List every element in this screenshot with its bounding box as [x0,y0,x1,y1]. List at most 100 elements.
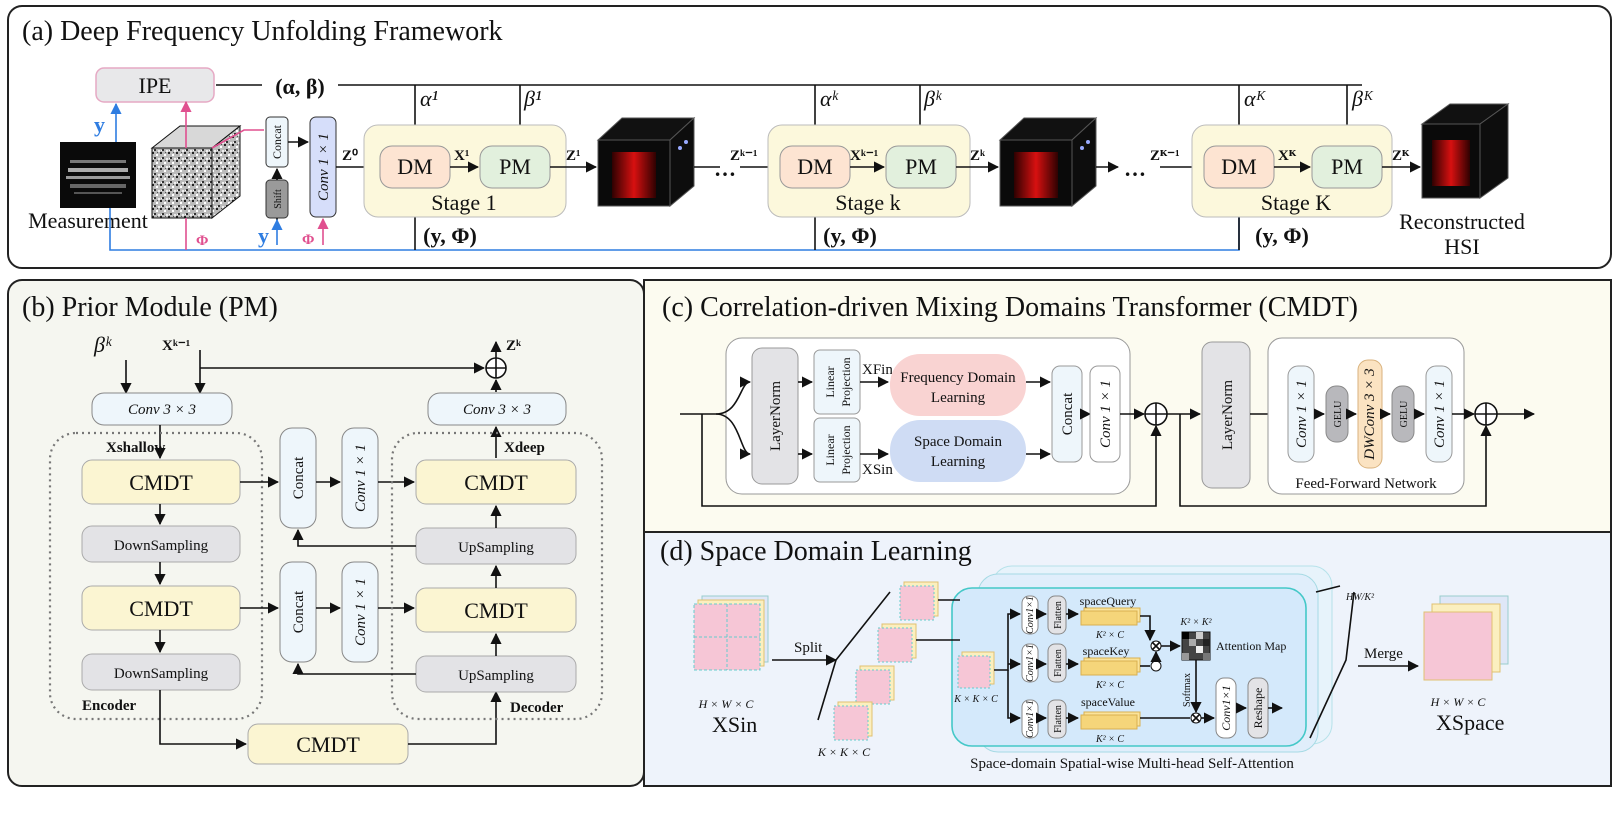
reshape-label: Reshape [1251,688,1265,729]
y-label-2: y [258,223,269,248]
to-bottleneck-arrow [159,690,248,750]
head-to-v [1007,670,1022,724]
conv1-b-1 [341,427,379,529]
cmdt-dec-1 [415,459,577,505]
z-k-label: Zᵏ [506,338,521,354]
beta-label-k: βᵏ [923,86,942,111]
space-key-label: spaceKey [1083,644,1130,658]
up1-to-concat-arrow [292,528,416,547]
split-label: Split [794,640,823,656]
beta-k-label: βᵏ [93,332,112,357]
beta-label-1: β¹ [523,86,542,111]
k-tensor [1080,657,1141,676]
panel-b: (b) Prior Module (PM) βᵏ Xᵏ⁻¹ Zᵏ Conv 3 … [7,279,645,787]
input-feature-stack [693,595,769,671]
hw-k2-label: HW/K² [1345,592,1375,603]
gelu-1-label: GELU [1333,400,1344,427]
layernorm-1-label: LayerNorm [768,381,784,451]
linear-proj-s-label-1: Linear [823,434,837,465]
layernorm-2-label: LayerNorm [1220,380,1236,450]
q-k2c-label: K² × C [1095,630,1124,641]
panel-d: (d) Space Domain Learning H × W × C XSin… [643,531,1612,787]
z-in-label-k: Zᵏ⁻¹ [730,148,757,164]
concat-label-a: Concat [270,124,284,159]
conv1-b-2 [341,561,379,663]
attention-map-label: Attention Map [1216,639,1286,653]
conv3-label-in: Conv 3 × 3 [128,402,196,418]
measurement-image [60,142,136,208]
stage-k: DM PM Xᵏ⁻¹ Stage k αᵏ βᵏ (y, Φ) [767,86,971,248]
downsampling-2-label: DownSampling [114,666,209,682]
x-label-1: X¹ [454,148,469,164]
from-bottleneck-arrow [408,690,502,745]
x-s-in-label-d: XSin [712,712,757,737]
alpha-beta-label: (α, β) [275,74,325,99]
freq-label-1: Frequency Domain [900,370,1016,386]
panel-d-title: (d) Space Domain Learning [660,536,972,567]
encoder-label: Encoder [82,698,137,714]
alpha-label-K: αᴷ [1244,86,1267,111]
stage-label-K: Stage K [1261,190,1331,215]
decoder-group [390,431,604,721]
q-flatten [1047,595,1067,635]
z-out-label-1: Z¹ [566,148,581,164]
x-f-in-label: XFin [862,362,893,378]
patch-in-head [957,655,991,689]
ffn-conv1-b-label: Conv 1 × 1 [1432,380,1448,448]
softmax-label: Softmax [1182,673,1193,707]
c-split-up [715,376,752,415]
concat-b-1-label: Concat [291,456,307,499]
z0-label: Z⁰ [342,148,358,164]
dots-2: … [1124,156,1146,181]
x-deep-label: Xdeep [504,440,545,456]
alpha-label-1: α¹ [420,86,438,111]
measurement-streaks [66,160,130,194]
q-conv-label: Conv1×1 [1025,596,1036,634]
x-label-K: Xᴷ [1278,148,1297,164]
x-s-in-label: XSin [862,462,893,478]
v-flatten-label: Flatten [1053,705,1064,733]
phi-label-2: Φ [302,232,314,248]
phi-to-concat-line [211,129,264,149]
z-in-label-K: Zᴷ⁻¹ [1150,148,1180,164]
space-domain-block [890,420,1026,482]
cmdt-enc-1-label: CMDT [129,470,193,495]
head-to-q [994,608,1022,671]
cmdt-dec-2-label: CMDT [464,598,528,623]
alpha-label-k: αᵏ [820,86,839,111]
panel-b-title: (b) Prior Module (PM) [22,292,278,323]
split-bracket [817,591,891,721]
panel-a-title: (a) Deep Frequency Unfolding Framework [22,16,503,47]
dwconv-label: DWConv 3 × 3 [1362,368,1378,460]
kkc-label-1: K × K × C [817,745,871,759]
hsi-label: HSI [1444,234,1479,259]
x-shallow-label: Xshallow [106,440,165,456]
q-flatten-label: Flatten [1053,601,1064,629]
conv1x1-label-a: Conv 1 × 1 [316,133,332,201]
v-flatten [1047,699,1067,739]
conv1-b-2-label: Conv 1 × 1 [353,578,369,646]
pm-label-k: PM [905,154,937,179]
reconstructed-hsi-cube [1420,103,1510,199]
pm-label-1: PM [499,154,531,179]
concat-c-label: Concat [1060,392,1076,435]
k-flatten [1047,643,1067,683]
hsi-cube-k [998,116,1098,208]
downsampling-2 [81,653,241,691]
cmdt-dec-1-label: CMDT [464,470,528,495]
freq-label-2: Learning [931,390,986,406]
merge-bracket [1309,591,1355,739]
space-value-label: spaceValue [1081,695,1135,709]
dm-label-1: DM [397,154,432,179]
upsampling-2-label: UpSampling [458,668,534,684]
dots-1: … [714,156,736,181]
linear-proj-f [813,349,861,415]
encoder-group [48,431,264,721]
panel-c: (c) Correlation-driven Mixing Domains Tr… [643,279,1612,533]
k-flatten-label: Flatten [1053,649,1064,677]
c-split-down [715,413,752,460]
z-out-label-K: Zᴷ [1392,148,1410,164]
conv1-c-label: Conv 1 × 1 [1098,380,1114,448]
up2-to-concat-arrow [292,662,416,675]
